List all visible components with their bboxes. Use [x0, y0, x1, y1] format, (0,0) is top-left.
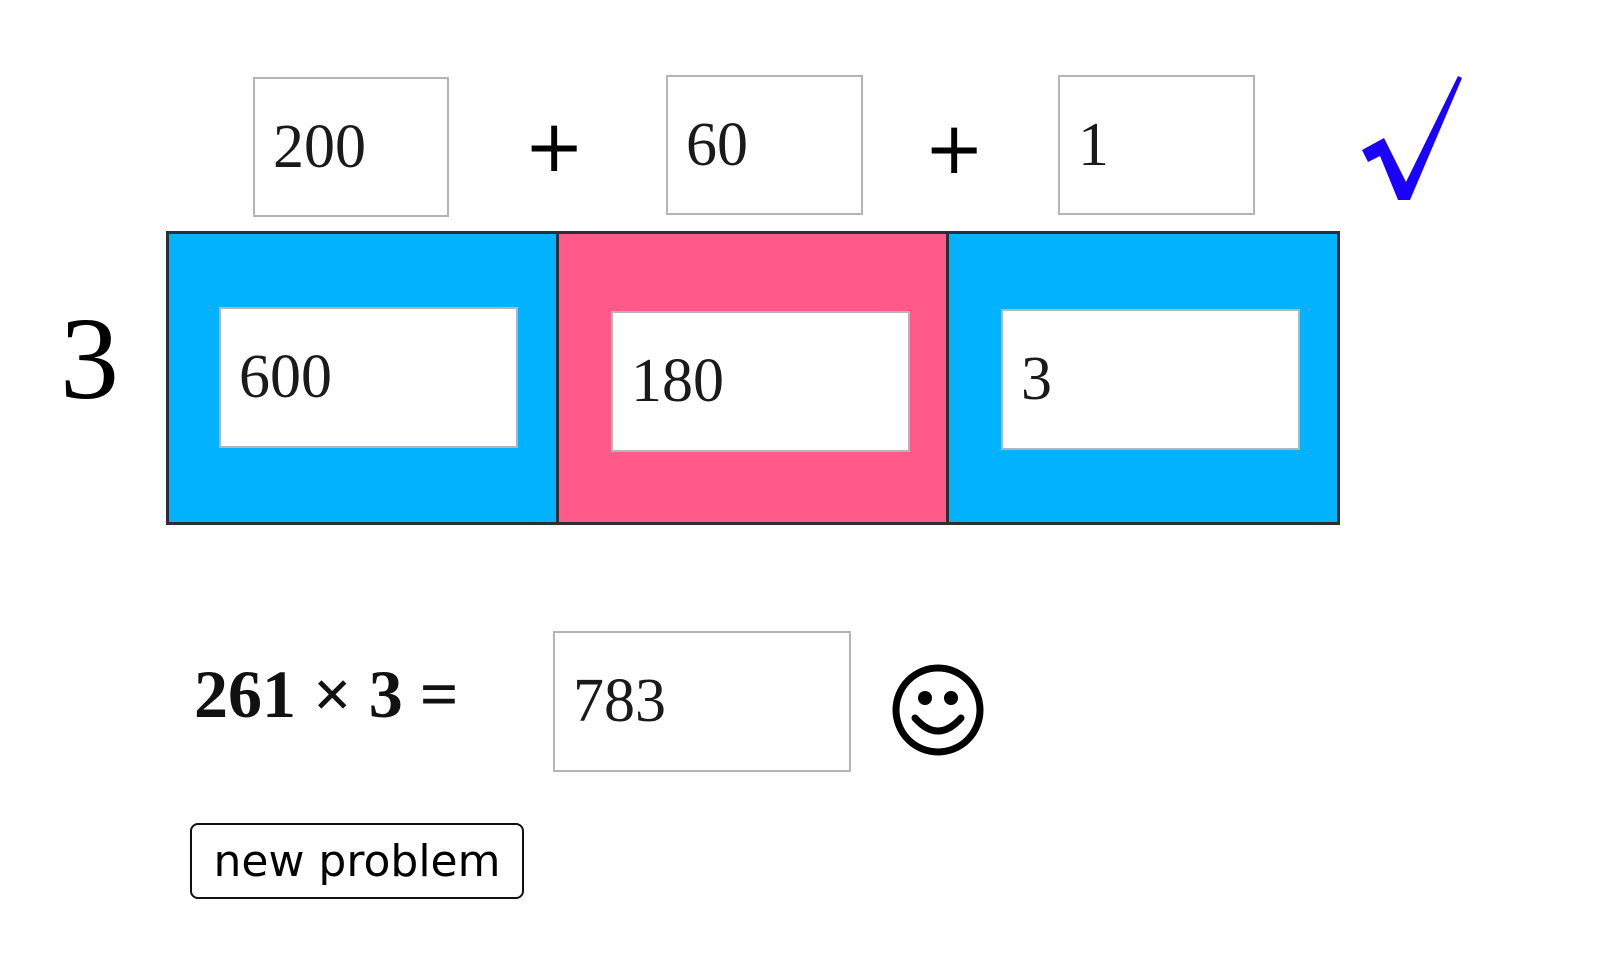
check-icon [1362, 76, 1462, 200]
addend-hundreds-input[interactable] [255, 79, 447, 215]
addend-tens-box[interactable] [666, 75, 863, 215]
addend-hundreds-box[interactable] [253, 77, 449, 217]
addend-tens-input[interactable] [668, 77, 861, 213]
plus-sign-2: + [924, 106, 985, 190]
product-hundreds-input[interactable] [221, 309, 516, 446]
equation-label: 261 × 3 = [194, 656, 459, 732]
product-ones-box[interactable] [1001, 309, 1300, 450]
factor-label: 3 [60, 293, 119, 424]
answer-input[interactable] [555, 633, 849, 770]
product-hundreds-box[interactable] [219, 307, 518, 448]
smiley-icon [892, 664, 984, 756]
product-ones-input[interactable] [1003, 311, 1298, 448]
answer-box[interactable] [553, 631, 851, 772]
plus-sign-1: + [524, 104, 585, 188]
new-problem-button[interactable]: new problem [190, 823, 524, 899]
addend-ones-input[interactable] [1060, 77, 1253, 213]
addend-ones-box[interactable] [1058, 75, 1255, 215]
product-tens-box[interactable] [611, 311, 910, 452]
product-tens-input[interactable] [613, 313, 908, 450]
